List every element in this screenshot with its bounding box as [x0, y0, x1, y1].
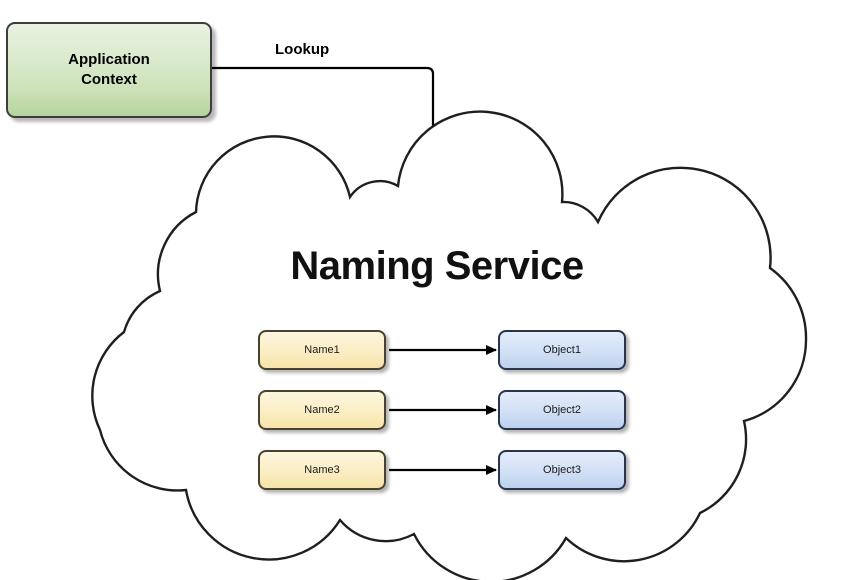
name-node-3[interactable]: Name3 — [258, 450, 386, 490]
page-title: Naming Service — [290, 244, 584, 288]
object-node-2-label: Object2 — [543, 404, 581, 416]
cloud-outline — [91, 110, 808, 580]
application-context-label: Application Context — [68, 50, 150, 88]
object-node-2[interactable]: Object2 — [498, 390, 626, 430]
name-node-1[interactable]: Name1 — [258, 330, 386, 370]
lookup-arrow — [212, 66, 442, 145]
lookup-edge-label: Lookup — [275, 41, 330, 58]
object-node-3-label: Object3 — [543, 464, 581, 476]
application-context-node[interactable]: Application Context — [6, 22, 212, 118]
name-node-3-label: Name3 — [304, 464, 340, 476]
object-node-1[interactable]: Object1 — [498, 330, 626, 370]
name-node-1-label: Name1 — [304, 344, 340, 356]
name-node-2[interactable]: Name2 — [258, 390, 386, 430]
object-node-1-label: Object1 — [543, 344, 581, 356]
name-node-2-label: Name2 — [304, 404, 340, 416]
object-node-3[interactable]: Object3 — [498, 450, 626, 490]
